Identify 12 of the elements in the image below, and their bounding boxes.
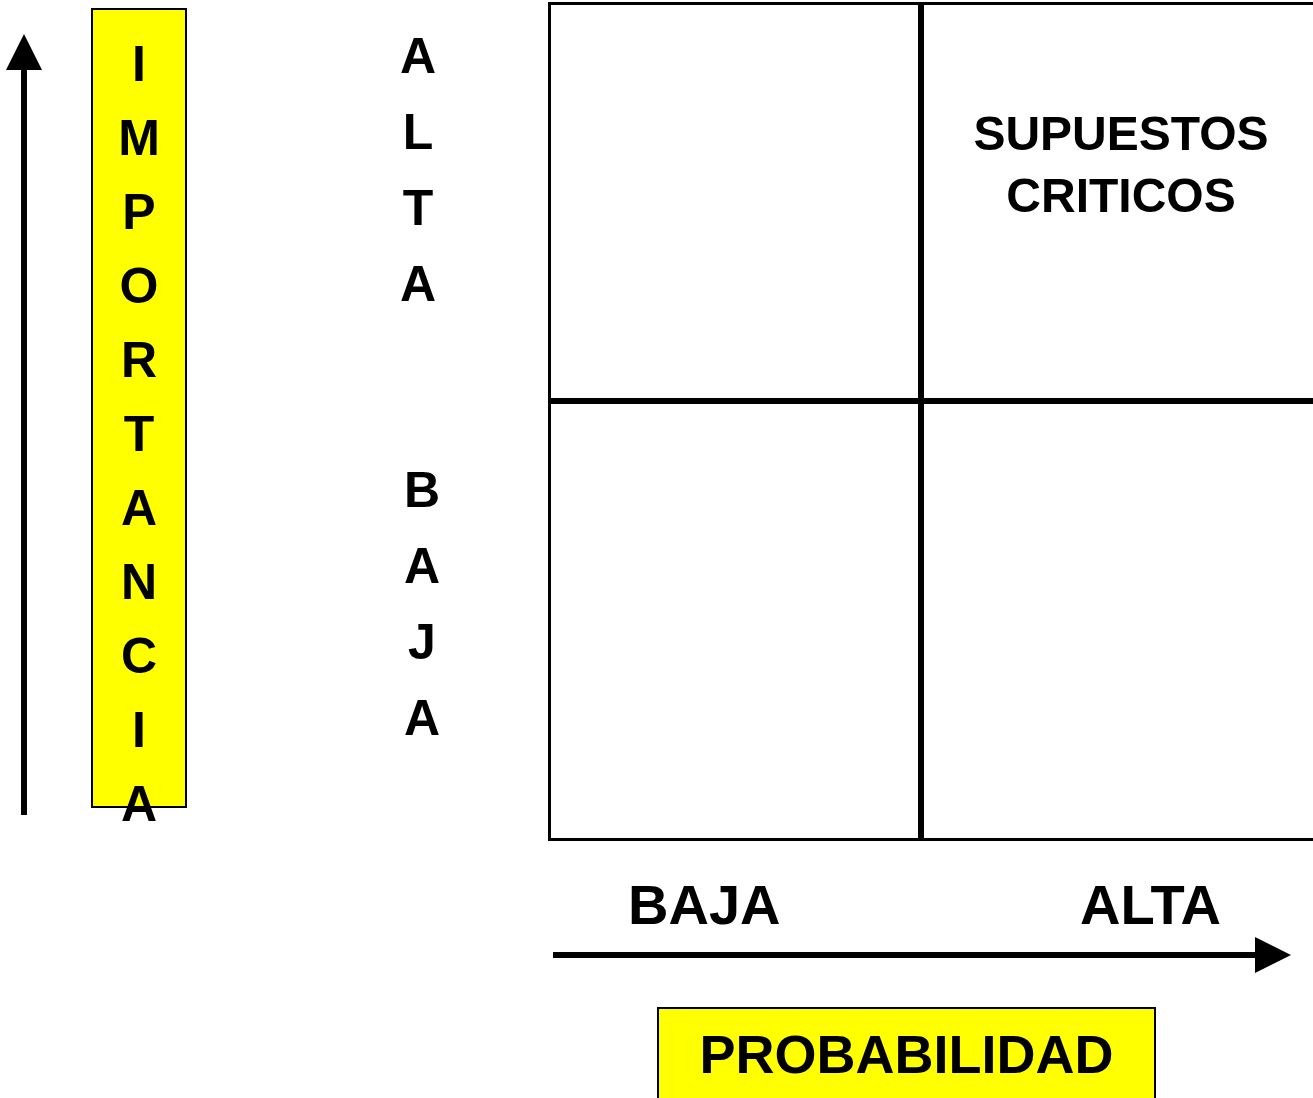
- scale-label: ALTA: [393, 28, 443, 332]
- matrix-cell: [548, 401, 921, 841]
- axis-title: PROBABILIDAD: [699, 1023, 1114, 1085]
- quadrant-label: SUPUESTOS CRITICOS: [972, 106, 1270, 224]
- scale-label: BAJA: [397, 462, 447, 766]
- matrix-cell: [921, 401, 1313, 841]
- scale-label: BAJA: [628, 872, 781, 937]
- highlight-box: [657, 1007, 1156, 1098]
- matrix-cell: [921, 2, 1313, 401]
- scale-label: ALTA: [1080, 872, 1221, 937]
- matrix-cell: [548, 2, 921, 401]
- axis-title: IMPORTANCIA: [114, 36, 164, 850]
